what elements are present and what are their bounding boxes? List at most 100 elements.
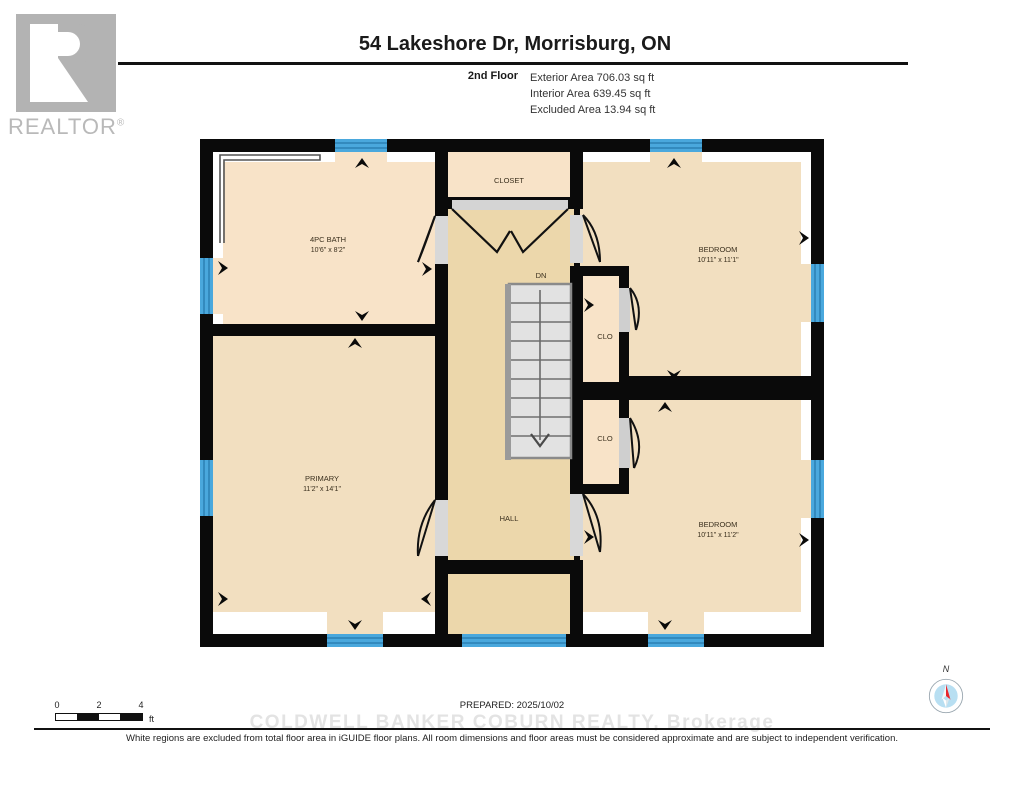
marker-primary-top	[348, 338, 362, 348]
room-label-bedroom2-dims: 10'11" x 11'2"	[697, 532, 739, 539]
door-bifold-closet-left	[451, 208, 511, 254]
room-label-primary-dims: 11'2" x 14'1"	[303, 486, 341, 493]
marker-bedroom2-bottom	[658, 620, 672, 630]
room-label-primary-name: PRIMARY	[305, 474, 339, 483]
door-swing-primary	[416, 499, 436, 557]
windows	[200, 139, 824, 647]
window-return-bath-top	[335, 152, 387, 162]
marker-primary-bottom	[348, 620, 362, 630]
page-title: 54 Lakeshore Dr, Morrisburg, ON	[358, 33, 672, 55]
excluded-outline-bath	[219, 154, 321, 243]
window-bottom-bedroom-2	[648, 634, 704, 647]
interior-wall-primary-bottom-jog	[435, 560, 583, 574]
door-swing-bedroom-1	[582, 214, 601, 263]
interior-wall-hall-right-mid	[570, 394, 583, 494]
room-label-clo-upper: CLO	[597, 332, 613, 341]
door-swing-clo-lower	[629, 417, 641, 469]
interior-wall-hall-left	[435, 139, 448, 634]
scale-bar-segment-1	[77, 714, 99, 720]
marker-bedroom2-top	[658, 402, 672, 412]
room-label-clo-lower: CLO	[597, 434, 613, 443]
window-right-bedroom-2	[811, 460, 824, 518]
scale-unit: ft	[149, 714, 155, 724]
disclaimer-text: White regions are excluded from total fl…	[125, 733, 899, 744]
excluded-region-bath-top	[213, 152, 435, 162]
excluded-region-bath-left	[213, 152, 223, 324]
room-label-bath-name: 4PC BATH	[310, 235, 346, 244]
realtor-logo-bowl-inner	[58, 32, 80, 56]
interior-wall-hall-right-upper	[570, 266, 583, 394]
marker-bath-left	[218, 261, 228, 275]
marker-bedroom1-top	[667, 158, 681, 168]
clo-upper-top-wall	[583, 266, 629, 276]
marker-bath-top	[355, 158, 369, 168]
area-summary: Exterior Area 706.03 sq ft Interior Area…	[530, 70, 655, 118]
staircase	[505, 282, 573, 460]
room-label-bedroom1-dims: 10'11" x 11'1"	[697, 257, 739, 264]
scale-bar-ticks: 0 2 4	[54, 700, 155, 713]
door-swing-bedroom-2	[582, 493, 602, 553]
window-return-primary-left	[213, 460, 223, 516]
floor-plan-drawing: 4PC BATH 10'6" x 8'2" PRIMARY 11'2" x 14…	[200, 139, 824, 647]
scale-bar: 0 2 4 ft	[54, 700, 155, 724]
marker-bedroom2-door	[584, 530, 594, 544]
door-opening-bath	[435, 216, 448, 264]
door-opening-clo-lower	[619, 418, 630, 468]
door-opening-bedroom-2	[570, 494, 583, 556]
marker-bath-door	[422, 262, 432, 276]
room-label-bedroom2-name: BEDROOM	[699, 520, 738, 529]
window-return-primary-bottom	[327, 612, 383, 634]
marker-clo-upper	[584, 298, 594, 312]
window-bottom-hall	[462, 634, 566, 647]
door-opening-primary	[435, 500, 448, 556]
scale-tick-2: 2	[96, 700, 102, 710]
realtor-logo-leg-cut	[58, 58, 88, 102]
room-label-closet: CLOSET	[494, 176, 524, 185]
scale-bar-segment-2	[120, 714, 142, 720]
interior-wall-bedroom-divider	[629, 376, 824, 400]
room-fill-bath	[213, 152, 435, 324]
realtor-logo-stem	[30, 24, 58, 102]
marker-bedroom2-right	[799, 533, 809, 547]
marker-primary-right	[421, 592, 431, 606]
realtor-logo-registered: ®	[116, 117, 126, 129]
window-left-bath	[200, 258, 213, 314]
room-fill-closet	[448, 152, 570, 204]
compass-needle-north-light	[941, 684, 946, 700]
compass-needle-north	[946, 684, 951, 700]
window-left-primary	[200, 460, 213, 516]
window-top-bedroom-1	[650, 139, 702, 152]
realtor-logo-wordmark: REALTOR®	[8, 114, 125, 140]
door-opening-closet	[452, 200, 568, 210]
prepared-date: PREPARED: 2025/10/02	[459, 700, 565, 711]
marker-bath-bottom	[355, 311, 369, 321]
scale-tick-4: 4	[138, 700, 144, 710]
clo-lower-bottom-wall	[583, 484, 629, 494]
brokerage-watermark: COLDWELL BANKER COBURN REALTY, Brokerage	[249, 712, 775, 733]
stair-rail	[505, 284, 511, 460]
marker-bedroom1-right	[799, 231, 809, 245]
room-fill-primary	[213, 336, 435, 634]
floor-info: 2nd Floor Exterior Area 706.03 sq ft Int…	[462, 70, 655, 118]
window-bottom-primary	[327, 634, 383, 647]
header-divider	[118, 62, 908, 65]
stair-label-dn: DN	[536, 271, 547, 280]
interior-area: Interior Area 639.45 sq ft	[530, 88, 651, 100]
window-return-bed2-bottom	[648, 612, 704, 634]
realtor-logo-word: REALTOR	[8, 114, 117, 139]
interior-wall-hall-right-lower	[570, 560, 583, 634]
footer-divider	[34, 728, 990, 730]
compass-north-label: N	[942, 664, 950, 674]
scale-bar-graphic	[55, 713, 143, 721]
interior-wall-closet-right	[570, 139, 583, 209]
interior-wall-bath-primary	[213, 324, 435, 336]
room-labels: 4PC BATH 10'6" x 8'2" PRIMARY 11'2" x 14…	[303, 176, 739, 539]
window-return-bed1-top	[650, 152, 702, 162]
exterior-area: Exterior Area 706.03 sq ft	[530, 72, 655, 84]
door-swing-clo-upper	[629, 287, 640, 331]
floor-label: 2nd Floor	[467, 70, 518, 82]
window-return-bed1-right	[801, 264, 811, 322]
doors	[416, 200, 641, 557]
window-top-bath	[335, 139, 387, 152]
